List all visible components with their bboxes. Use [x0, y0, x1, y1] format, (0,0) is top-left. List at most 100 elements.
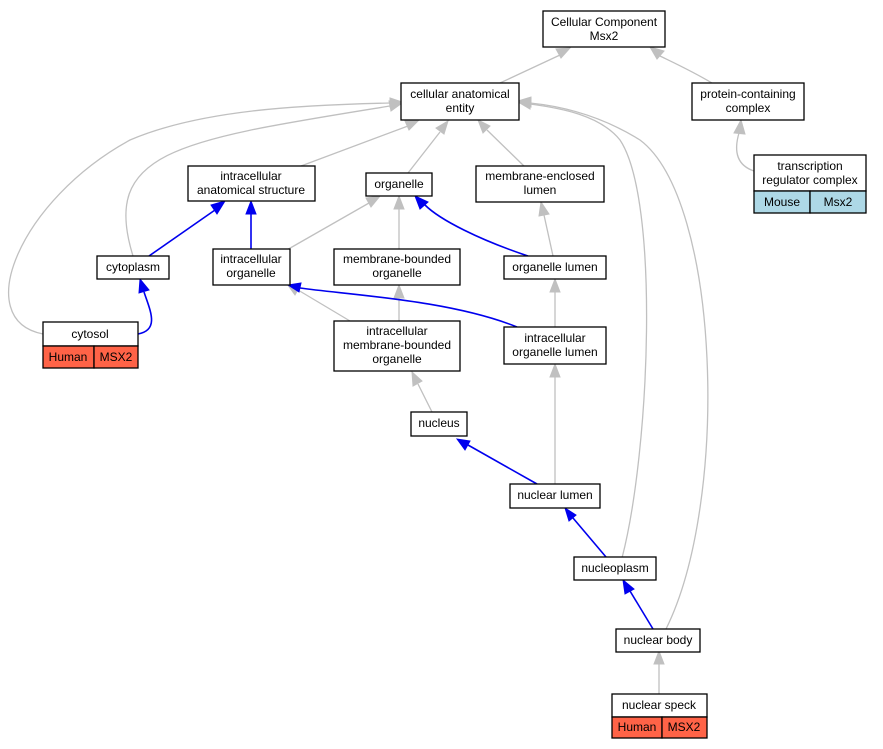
- edge-nb-to-cae: [529, 102, 709, 630]
- node-protein-containing-complex[interactable]: protein-containing complex: [691, 82, 805, 121]
- edge-org-to-cae: [407, 131, 441, 174]
- edge-cys-to-cyp: [137, 291, 153, 335]
- node-label-line: intracellular: [366, 324, 427, 338]
- arrow-head: [365, 195, 382, 208]
- gene-tag-msx2: [661, 716, 708, 739]
- node-label-line: regulator complex: [762, 173, 857, 187]
- edge-nuc-to-imbo: [417, 383, 433, 413]
- node-nuclear-lumen[interactable]: nuclear lumen: [509, 483, 601, 509]
- arrow-head: [389, 97, 404, 108]
- node-organelle-lumen[interactable]: organelle lumen: [503, 255, 607, 280]
- node-label-line: cytosol: [71, 327, 108, 341]
- arrow-head: [435, 119, 449, 135]
- node-nuclear-speck[interactable]: nuclear speck Human MSX2: [611, 693, 708, 739]
- arrow-head: [549, 362, 561, 378]
- edge-io-to-org: [284, 202, 370, 252]
- node-transcription-regulator-complex[interactable]: transcription regulator complex Mouse Ms…: [753, 154, 867, 214]
- arrow-head: [555, 47, 572, 59]
- node-label-line: organelle: [374, 177, 424, 191]
- node-label-line: membrane-bounded: [343, 252, 451, 266]
- arrow-head: [477, 118, 491, 134]
- gene-tag-msx2: [809, 190, 867, 214]
- node-label-line: nuclear lumen: [517, 488, 592, 502]
- edge-trc-to-pcc: [736, 132, 755, 172]
- node-intracellular-membrane-bounded-organelle[interactable]: intracellular membrane-bounded organelle: [333, 320, 461, 372]
- node-intracellular-anatomical-structure[interactable]: intracellular anatomical structure: [187, 165, 316, 202]
- species-tag-label: Human: [618, 720, 657, 734]
- gene-tag-label: MSX2: [100, 350, 133, 364]
- node-cellular-anatomical-entity[interactable]: cellular anatomical entity: [400, 82, 520, 121]
- edge-nl-to-nuc: [467, 444, 538, 485]
- arrow-head: [138, 277, 150, 294]
- node-label-line: entity: [446, 101, 475, 115]
- node-label-line: cellular anatomical: [410, 87, 509, 101]
- node-label-line: nuclear speck: [622, 698, 697, 712]
- edge-np-to-nl: [572, 517, 607, 558]
- node-label-line: transcription: [777, 159, 842, 173]
- node-label-line: nucleoplasm: [581, 561, 648, 575]
- node-label-line: Cellular Component: [551, 15, 658, 29]
- node-label-line: intracellular: [220, 169, 281, 183]
- edge-pcc-to-cc: [659, 55, 713, 84]
- nodes: Cellular Component Msx2 cellular anatomi…: [42, 10, 867, 739]
- edge-cae-to-cc: [499, 54, 561, 84]
- arrow-head: [549, 277, 561, 293]
- arrow-head: [404, 119, 421, 131]
- arrow-head: [393, 283, 405, 299]
- node-intracellular-organelle[interactable]: intracellular organelle: [212, 248, 291, 286]
- arrow-head: [564, 506, 577, 522]
- node-label-line: protein-containing: [700, 87, 795, 101]
- species-tag-label: Mouse: [764, 195, 800, 209]
- arrow-head: [286, 282, 302, 293]
- node-label-line: Msx2: [590, 29, 619, 43]
- node-cytoplasm[interactable]: cytoplasm: [96, 255, 170, 280]
- edge-mel-to-cae: [486, 129, 526, 168]
- gene-tag-label: MSX2: [668, 720, 701, 734]
- arrow-head: [245, 199, 257, 215]
- arrow-head: [455, 438, 471, 451]
- node-membrane-bounded-organelle[interactable]: membrane-bounded organelle: [333, 248, 461, 286]
- edges: [8, 46, 755, 694]
- edge-ol-to-org: [424, 204, 529, 257]
- node-label-line: cytoplasm: [106, 260, 160, 274]
- node-label-line: organelle: [372, 352, 422, 366]
- arrow-head: [393, 194, 405, 210]
- node-label-line: lumen: [524, 183, 557, 197]
- arrow-head: [648, 46, 665, 60]
- node-label-line: intracellular: [524, 331, 585, 345]
- node-label-line: anatomical structure: [197, 183, 305, 197]
- node-nuclear-body[interactable]: nuclear body: [615, 628, 701, 653]
- arrow-head: [210, 200, 227, 215]
- edge-ias-to-cae: [300, 125, 409, 167]
- arrow-head: [411, 370, 423, 387]
- node-intracellular-organelle-lumen[interactable]: intracellular organelle lumen: [503, 326, 607, 365]
- node-membrane-enclosed-lumen[interactable]: membrane-enclosed lumen: [475, 165, 605, 203]
- node-label-line: nuclear body: [624, 633, 693, 647]
- node-cytosol[interactable]: cytosol Human MSX2: [42, 321, 139, 369]
- arrow-head: [538, 200, 550, 217]
- gene-tag-msx2: [93, 345, 139, 369]
- node-label-line: organelle: [372, 266, 422, 280]
- arrow-head: [653, 649, 665, 665]
- edge-cyp-to-ias: [148, 209, 216, 257]
- arrow-head: [516, 96, 532, 108]
- node-organelle[interactable]: organelle: [365, 172, 433, 197]
- node-label-line: membrane-bounded: [343, 338, 451, 352]
- node-nucleoplasm[interactable]: nucleoplasm: [573, 556, 657, 581]
- arrow-head: [733, 118, 746, 135]
- node-label-line: intracellular: [220, 252, 281, 266]
- edge-ol-to-mel: [543, 214, 554, 257]
- node-label-line: organelle lumen: [512, 260, 597, 274]
- edge-cys-to-cae: [8, 102, 391, 335]
- node-cellular-component[interactable]: Cellular Component Msx2: [542, 10, 666, 48]
- node-label-line: complex: [726, 101, 771, 115]
- gene-tag-label: Msx2: [824, 195, 853, 209]
- edge-cyp-to-cae: [125, 105, 391, 257]
- edge-imbo-to-io: [297, 289, 351, 322]
- node-label-line: nucleus: [418, 416, 459, 430]
- edge-np-to-cae: [529, 103, 648, 559]
- node-label-line: organelle: [226, 266, 276, 280]
- arrow-head: [622, 578, 635, 595]
- node-nucleus[interactable]: nucleus: [410, 411, 468, 437]
